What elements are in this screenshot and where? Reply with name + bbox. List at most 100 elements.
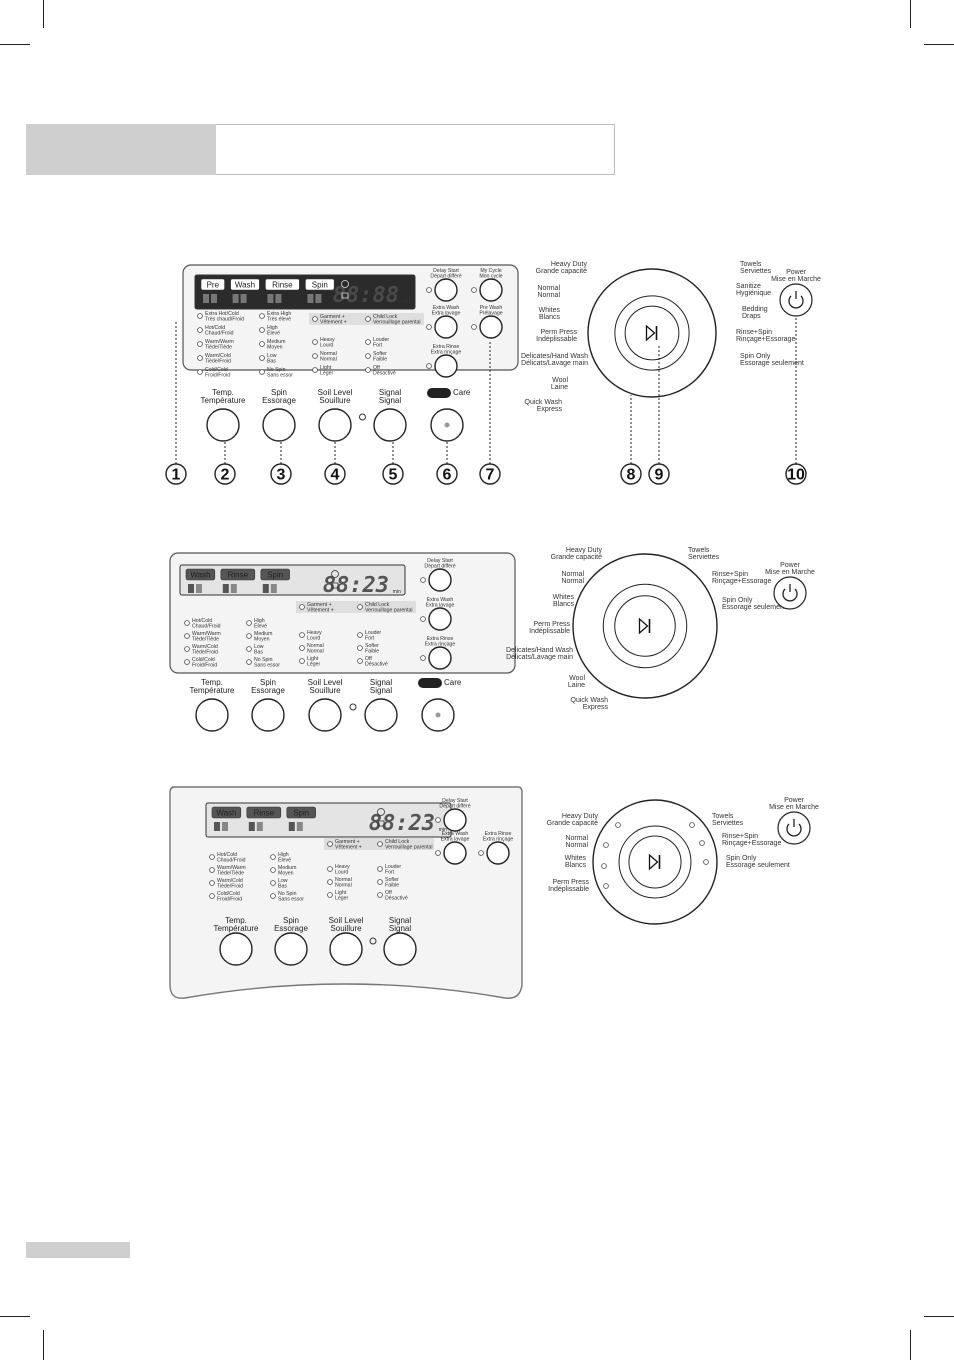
stage-tag: [200, 278, 225, 291]
option-led: [270, 854, 276, 860]
power-icon: [786, 823, 802, 837]
progress-segment: [248, 822, 255, 831]
signal-button[interactable]: [364, 698, 398, 732]
temp-button[interactable]: [195, 698, 229, 732]
option-led: [197, 313, 203, 319]
side-button[interactable]: [434, 354, 458, 378]
side-button[interactable]: [434, 278, 458, 302]
power-button[interactable]: [773, 576, 807, 610]
soil-level-button[interactable]: [329, 932, 363, 966]
option-led: [184, 659, 190, 665]
side-button[interactable]: [479, 278, 503, 302]
silver-care-badge: [418, 678, 442, 688]
temp-button[interactable]: [219, 932, 253, 966]
callout-number: 10: [787, 467, 805, 484]
garment-led: [327, 841, 333, 847]
progress-segment: [262, 584, 269, 593]
spin-button[interactable]: [274, 932, 308, 966]
silver-care-led: [435, 712, 441, 718]
side-button[interactable]: [428, 607, 452, 631]
signal-button[interactable]: [383, 932, 417, 966]
crop-mark: [910, 0, 911, 28]
option-led: [259, 327, 265, 333]
progress-segment: [296, 822, 303, 831]
crop-mark: [0, 44, 30, 45]
progress-segment: [315, 294, 322, 303]
header-tab: [26, 124, 216, 175]
power-button[interactable]: [777, 811, 811, 845]
lock-icon: [341, 292, 349, 299]
option-led: [357, 645, 363, 651]
progress-segment: [288, 822, 295, 831]
option-led: [197, 327, 203, 333]
option-led: [270, 880, 276, 886]
temp-button[interactable]: [206, 408, 240, 442]
option-led: [365, 339, 371, 345]
silver-label: Silver: [429, 388, 449, 397]
stage-label: Wash: [235, 281, 255, 290]
option-led: [270, 893, 276, 899]
option-led: [197, 355, 203, 361]
side-led: [478, 850, 484, 856]
stage-label: Pre: [207, 281, 220, 290]
spin-button[interactable]: [251, 698, 285, 732]
power-icon: [788, 295, 804, 309]
lock-icon: [377, 820, 385, 827]
start-pause-button[interactable]: [624, 305, 680, 361]
side-button[interactable]: [428, 568, 452, 592]
option-led: [184, 646, 190, 652]
spin-button[interactable]: [262, 408, 296, 442]
start-pause-button[interactable]: [628, 835, 682, 889]
start-pause-button[interactable]: [614, 595, 676, 657]
stage-tag: [220, 568, 256, 581]
power-button[interactable]: [779, 283, 813, 317]
side-button[interactable]: [479, 315, 503, 339]
play-pause-icon: [645, 324, 656, 342]
progress-segment: [307, 294, 314, 303]
soil-level-button[interactable]: [318, 408, 352, 442]
side-button[interactable]: [434, 315, 458, 339]
callout-number: 1: [172, 467, 181, 484]
option-led: [184, 620, 190, 626]
side-button[interactable]: [443, 841, 467, 865]
cycle-led: [689, 822, 695, 828]
side-button[interactable]: [428, 646, 452, 670]
soil-level-button[interactable]: [308, 698, 342, 732]
stage-tag: [305, 278, 335, 291]
side-button[interactable]: [486, 841, 510, 865]
garment-label: Garment +Vêtement +: [320, 314, 347, 326]
side-led: [435, 850, 441, 856]
side-button[interactable]: [443, 808, 467, 832]
link-icon: [369, 937, 377, 945]
progress-segment: [188, 584, 194, 593]
signal-button[interactable]: [373, 408, 407, 442]
